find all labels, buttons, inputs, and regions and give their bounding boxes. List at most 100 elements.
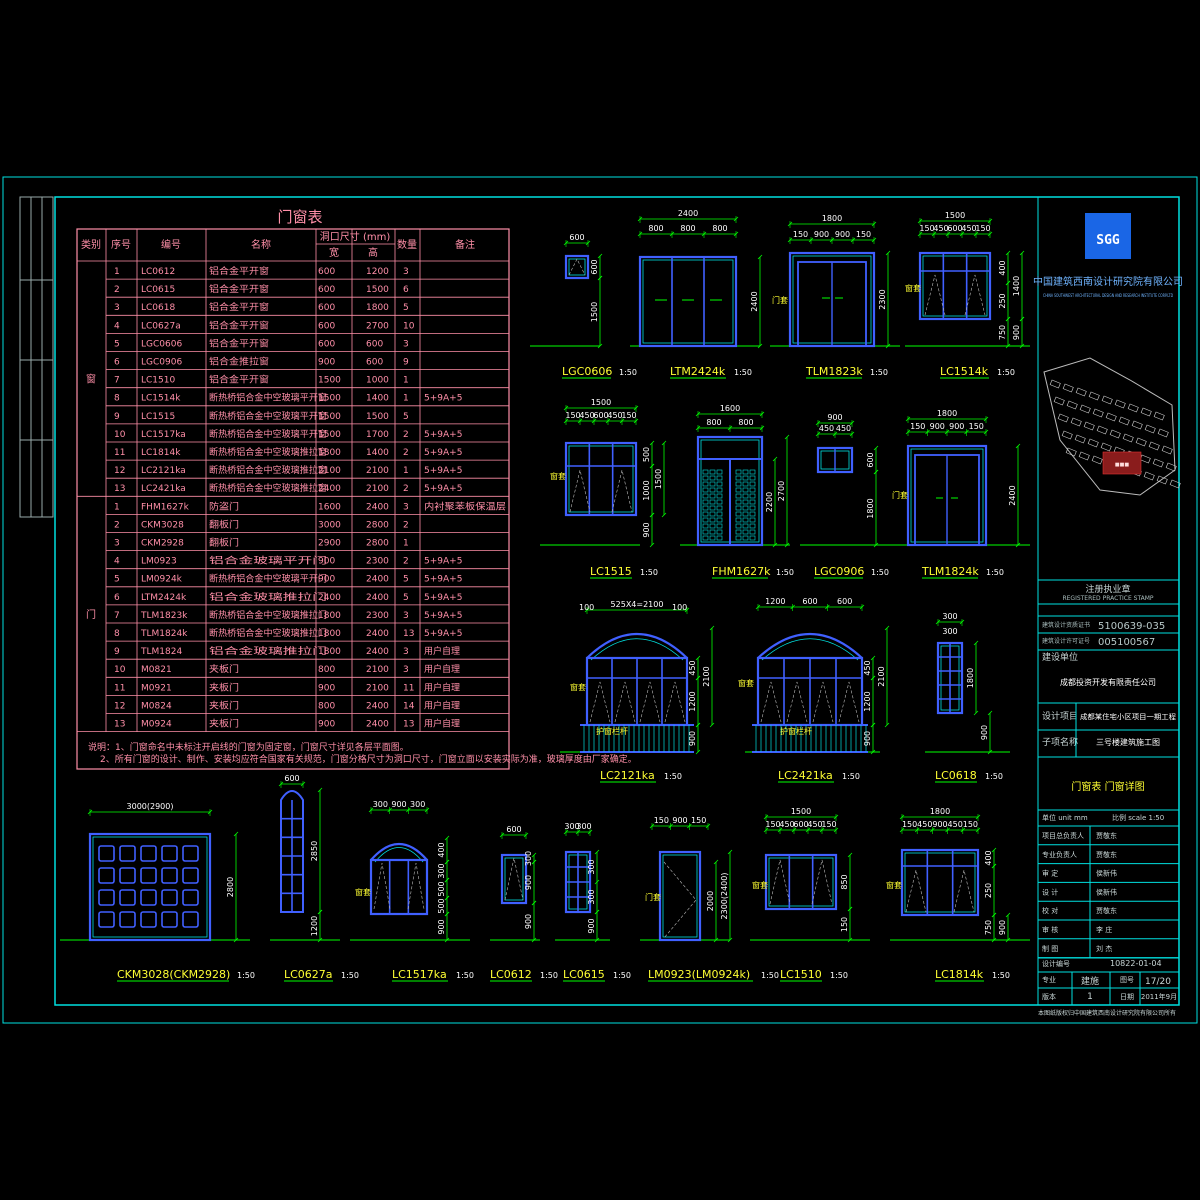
dim-label: 1200 [688, 691, 697, 711]
tag-door: 门套 [645, 892, 661, 902]
schedule-width: 1800 [318, 611, 341, 621]
schedule-name: 铝合金平开窗 [209, 337, 269, 349]
schedule-remark: 5+9A+5 [424, 593, 462, 603]
schedule-height: 2100 [366, 466, 389, 476]
schedule-width: 1800 [318, 629, 341, 639]
dim-label: 300 [587, 889, 596, 904]
schedule-name: 夹板门 [209, 718, 239, 730]
schedule-qty: 3 [403, 665, 409, 675]
dim-label: 900 [524, 875, 533, 890]
schedule-width: 2900 [318, 539, 341, 549]
schedule-height: 2400 [366, 593, 389, 603]
header-category: 类别 [81, 238, 101, 251]
elevation-scale: 1:50 [640, 568, 658, 577]
schedule-index: 10 [114, 430, 126, 440]
schedule-group-label: 窗 [86, 373, 96, 386]
dim-label: 900 [1012, 325, 1021, 340]
schedule-remark: 用户自理 [424, 699, 460, 711]
dim-label: 450 [863, 660, 872, 675]
dim-label: 300 [942, 612, 957, 621]
schedule-width: 2100 [318, 466, 341, 476]
schedule-name: 夹板门 [209, 681, 239, 693]
schedule-name: 夹板门 [209, 699, 239, 711]
cert-label: 建筑设计资质证书 [1042, 621, 1090, 629]
dim-label: 450 [688, 660, 697, 675]
schedule-index: 12 [114, 701, 125, 711]
dim-label: 1800 [930, 807, 950, 816]
schedule-width: 800 [318, 701, 335, 711]
dim-label: 900 [642, 522, 651, 537]
schedule-index: 4 [114, 557, 120, 567]
subitem-label: 子项名称 [1042, 736, 1078, 748]
schedule-index: 8 [114, 394, 120, 404]
dim-label: 100 [672, 603, 687, 612]
schedule-height: 600 [366, 358, 383, 368]
schedule-height: 2100 [366, 665, 389, 675]
schedule-name: 铝合金平开窗 [209, 319, 269, 331]
svg-text:SGG: SGG [1096, 233, 1120, 248]
schedule-code: LM0924k [141, 575, 183, 585]
schedule-qty: 2 [403, 520, 409, 530]
tag-window: 窗套 [738, 678, 754, 688]
schedule-code: TLM1824 [140, 647, 182, 657]
elevation-label: LC1517ka [392, 968, 447, 981]
elevation-label: LC0618 [935, 769, 977, 782]
tag-detail: 护窗栏杆 [596, 726, 628, 736]
schedule-qty: 3 [403, 611, 409, 621]
dim-label: 150 [919, 224, 934, 233]
title-block: SGG 中国建筑西南设计研究院有限公司 CHINA SOUTHWEST ARCH… [1033, 196, 1183, 1017]
schedule-name: 断热桥铝合金中空玻璃推拉门 [209, 609, 327, 621]
dim-label: 300 [587, 859, 596, 874]
dim-label: 3000(2900) [127, 802, 174, 811]
outer-border [2, 176, 1198, 1024]
schedule-height: 2300 [366, 557, 389, 567]
schedule-name: 断热桥铝合金中空玻璃平开门 [209, 573, 327, 585]
schedule-qty: 13 [403, 629, 414, 639]
elevation-lc1515: 窗套150015045060045015050010001500900LC151… [540, 398, 667, 579]
schedule-index: 9 [114, 647, 120, 657]
schedule-qty: 5 [403, 412, 409, 422]
dim-label: 800 [706, 418, 721, 427]
dim-label: 150 [910, 422, 925, 431]
schedule-width: 600 [318, 285, 335, 295]
schedule-group-label: 门 [86, 608, 96, 621]
dim-label: 900 [930, 422, 945, 431]
schedule-code: LC0615 [141, 285, 175, 295]
elevation-label: LC1514k [940, 365, 989, 378]
elevation-scale: 1:50 [613, 971, 631, 980]
schedule-index: 8 [114, 629, 120, 639]
scale-label: 比例 scale 1:50 [1112, 813, 1164, 822]
dim-label: 450 [933, 224, 948, 233]
elevation-label: LC0612 [490, 968, 532, 981]
schedule-width: 900 [318, 358, 335, 368]
dim-label: 300 [373, 800, 388, 809]
dim-label: 500 [437, 881, 446, 896]
dim-label: 1600 [720, 404, 740, 413]
schedule-name: 翻板门 [209, 537, 239, 549]
tag-detail: 护窗栏杆 [780, 726, 812, 736]
schedule-code: LC0612 [141, 267, 175, 277]
role-label: 制 图 [1042, 944, 1058, 953]
dim-label: 2700 [777, 481, 786, 501]
schedule-name: 夹板门 [209, 663, 239, 675]
header-width: 宽 [329, 246, 339, 259]
dim-label: 450 [836, 424, 851, 433]
schedule-height: 2400 [366, 647, 389, 657]
dim-label: 900 [998, 920, 1007, 935]
tag-window: 窗套 [752, 880, 768, 890]
svg-text:■■■: ■■■ [1115, 462, 1129, 468]
schedule-remark: 5+9A+5 [424, 611, 462, 621]
schedule-qty: 11 [403, 683, 414, 693]
dim-label: 100 [579, 603, 594, 612]
dim-label: 900 [814, 230, 829, 239]
elevation-label: LM0923(LM0924k) [648, 968, 750, 981]
client-name: 成都投资开发有限责任公司 [1060, 677, 1156, 687]
schedule-name: 断热桥铝合金中空玻璃推拉窗 [209, 482, 327, 494]
schedule-remark: 5+9A+5 [424, 484, 462, 494]
drawing-no-label: 设计编号 [1042, 959, 1070, 968]
drawing-no: 10822-01-04 [1110, 959, 1162, 968]
